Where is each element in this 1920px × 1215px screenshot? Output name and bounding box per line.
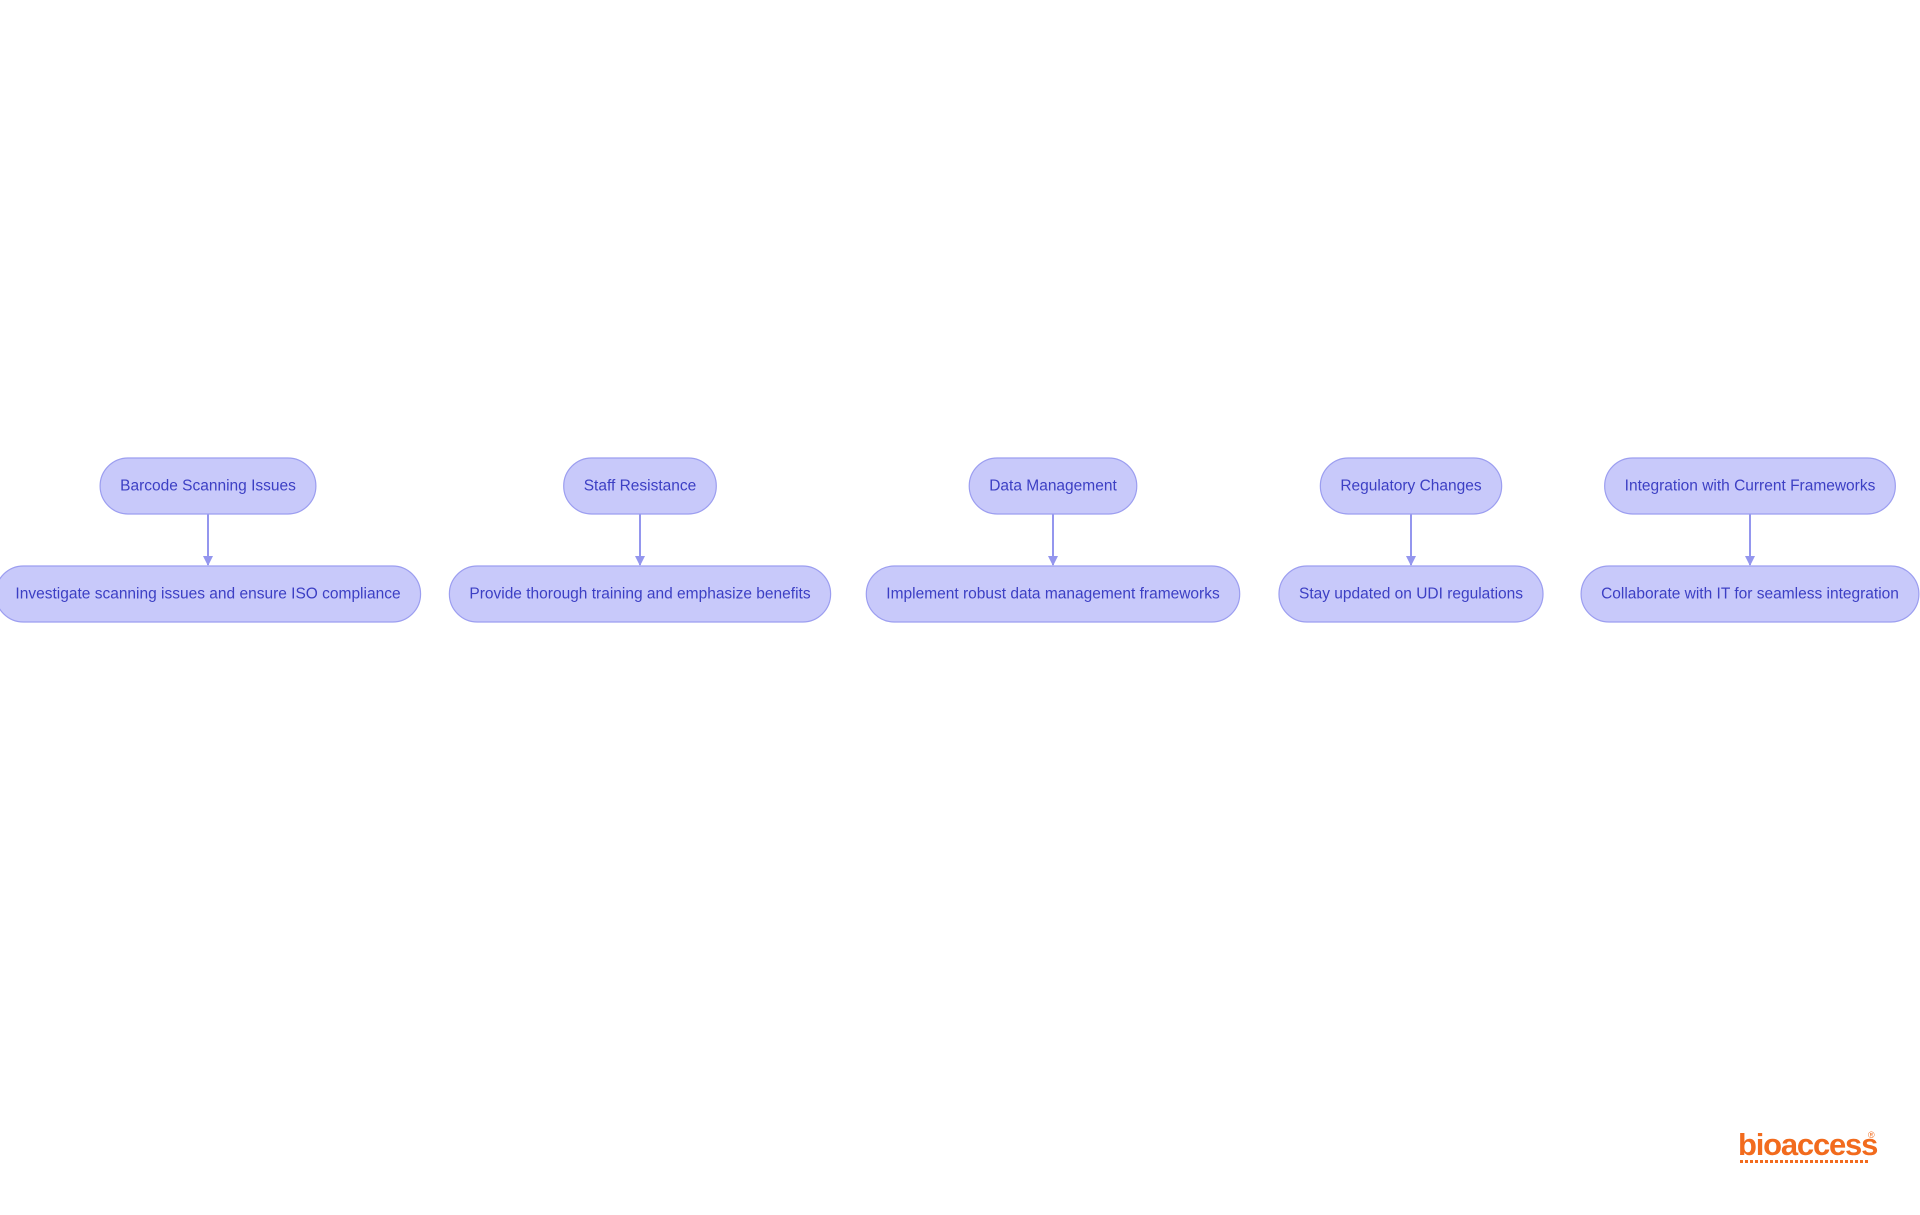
solution-node-5: Collaborate with IT for seamless integra…: [1580, 565, 1920, 623]
problem-node-3: Data Management: [968, 457, 1138, 515]
solution-node-4-label: Stay updated on UDI regulations: [1299, 586, 1523, 603]
logo-registered-mark: ®: [1868, 1130, 1875, 1140]
solution-node-4: Stay updated on UDI regulations: [1278, 565, 1544, 623]
solution-node-5-shape: [1580, 565, 1920, 623]
problem-node-5: Integration with Current Frameworks: [1604, 457, 1896, 515]
solution-node-4-shape: [1278, 565, 1544, 623]
solution-node-5-label: Collaborate with IT for seamless integra…: [1601, 586, 1899, 603]
problem-node-1-shape: [99, 457, 317, 515]
solution-node-2: Provide thorough training and emphasize …: [448, 565, 832, 623]
problem-node-1-label: Barcode Scanning Issues: [120, 478, 296, 495]
solution-node-1-shape: [0, 565, 422, 623]
problem-node-2-shape: [563, 457, 717, 515]
bioaccess-logo: bioaccess ®: [1738, 1127, 1878, 1168]
problem-node-3-label: Data Management: [989, 478, 1117, 495]
solution-node-1-label: Investigate scanning issues and ensure I…: [15, 586, 400, 603]
solution-node-3-label: Implement robust data management framewo…: [886, 586, 1220, 603]
logo-tagline-strip-icon: [1740, 1160, 1868, 1163]
solution-node-2-shape: [448, 565, 832, 623]
logo-wordmark: bioaccess: [1738, 1127, 1878, 1162]
problem-node-5-shape: [1604, 457, 1896, 515]
edge-layer: [203, 514, 1755, 566]
solution-node-3-shape: [865, 565, 1241, 623]
problem-node-5-label: Integration with Current Frameworks: [1625, 478, 1876, 495]
problem-node-4-label: Regulatory Changes: [1340, 478, 1482, 495]
solution-node-1: Investigate scanning issues and ensure I…: [0, 565, 422, 623]
problem-node-2-label: Staff Resistance: [584, 478, 697, 495]
problem-node-3-shape: [968, 457, 1138, 515]
problem-node-4-shape: [1319, 457, 1503, 515]
solution-node-3: Implement robust data management framewo…: [865, 565, 1241, 623]
solution-node-2-label: Provide thorough training and emphasize …: [469, 586, 810, 603]
problem-node-2: Staff Resistance: [563, 457, 717, 515]
problem-node-4: Regulatory Changes: [1319, 457, 1503, 515]
problem-node-1: Barcode Scanning Issues: [99, 457, 317, 515]
